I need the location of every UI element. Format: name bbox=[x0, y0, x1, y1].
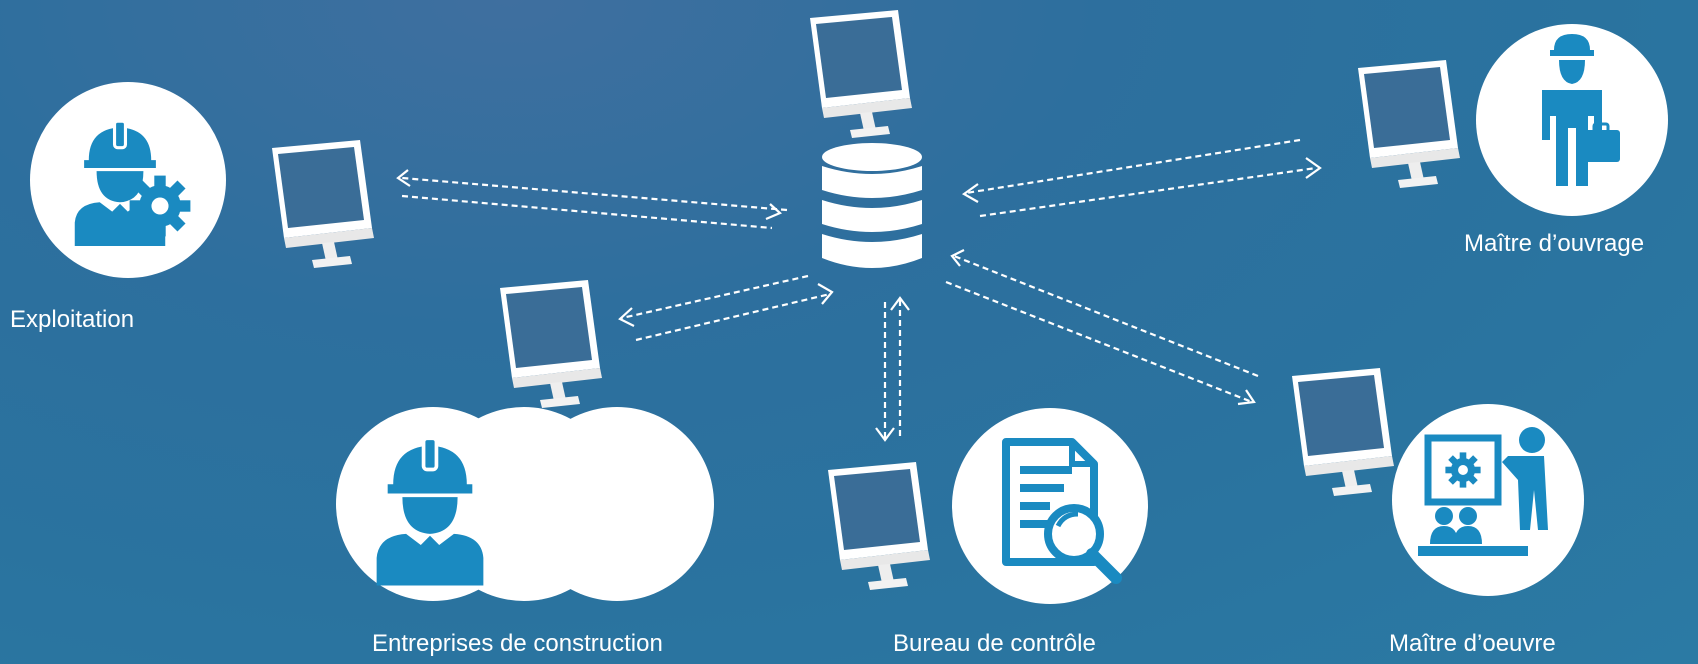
monitor-icon bbox=[810, 10, 912, 138]
document-search-icon bbox=[952, 408, 1148, 604]
monitor-icon bbox=[1358, 60, 1460, 188]
label-maitre-oeuvre: Maître d’oeuvre bbox=[1389, 630, 1556, 657]
monitor-icon bbox=[1292, 368, 1394, 496]
label-entreprises: Entreprises de construction bbox=[372, 630, 663, 657]
gear-icon bbox=[129, 175, 191, 237]
construction-companies-icon bbox=[336, 407, 714, 601]
label-exploitation: Exploitation bbox=[10, 306, 135, 333]
exploitation-icon bbox=[30, 82, 226, 278]
database-icon bbox=[822, 143, 922, 268]
businessman-icon bbox=[1476, 24, 1668, 216]
connection-arrows bbox=[396, 138, 1322, 442]
label-bureau: Bureau de contrôle bbox=[893, 630, 1096, 657]
monitor-icon bbox=[500, 280, 602, 408]
presentation-icon bbox=[1392, 404, 1584, 596]
monitor-icon bbox=[272, 140, 374, 268]
label-maitre-ouvrage: Maître d’ouvrage bbox=[1464, 230, 1645, 257]
monitor-icon bbox=[828, 462, 930, 590]
